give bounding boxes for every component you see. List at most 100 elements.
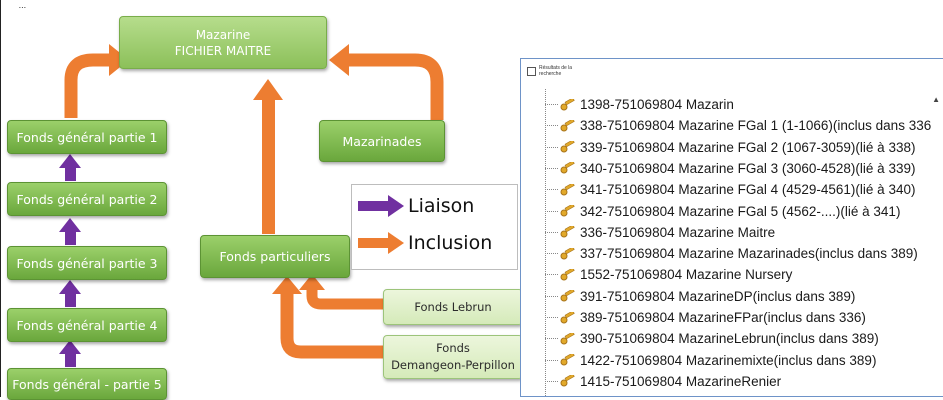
tree-row[interactable]: 1422-751069804 Mazarinemixte(inclus dans… xyxy=(545,350,876,371)
fonds-general-1: Fonds général partie 1 xyxy=(7,120,167,154)
tree-row-label: 337-751069804 Mazarine Mazarinades(inclu… xyxy=(580,246,918,262)
fonds-general-4: Fonds général partie 4 xyxy=(7,308,167,342)
top-fragment-text: ... xyxy=(19,0,27,10)
arrow-demangeon-to-particuliers xyxy=(280,292,383,359)
arrow-mazarinades-to-master-head xyxy=(329,44,349,76)
liaison-arrow-icon xyxy=(358,195,404,217)
arrow-lebrun-to-particuliers-head xyxy=(299,274,325,290)
tree-row[interactable]: 1415-751069804 MazarineRenier xyxy=(545,371,781,392)
tree-row[interactable]: 1398-751069804 Mazarin xyxy=(545,94,734,115)
tree-branch-line xyxy=(545,359,558,361)
tree-row[interactable]: 340-751069804 Mazarine FGal 3 (3060-4528… xyxy=(545,158,915,179)
panel-header: Résultats de la recherche xyxy=(527,65,579,77)
arrow-fg5-to-fg4-head xyxy=(59,340,81,354)
tree-branch-line xyxy=(545,146,558,148)
key-icon xyxy=(560,247,575,260)
tree-row-label: 389-751069804 MazarineFPar(inclus dans 3… xyxy=(580,310,866,325)
search-results-panel: Résultats de la recherche 1398-751069804… xyxy=(520,58,943,397)
demangeon-line1: Fonds xyxy=(436,341,470,355)
legend-liaison-label: Liaison xyxy=(408,195,475,217)
key-icon xyxy=(560,98,575,110)
tree-row[interactable]: 1552-751069804 Mazarine Nursery xyxy=(545,264,792,285)
tree-row-label: 1415-751069804 MazarineRenier xyxy=(580,373,782,389)
key-icon xyxy=(560,162,575,174)
key-icon xyxy=(560,205,575,217)
tree-row[interactable]: 389-751069804 MazarineFPar(inclus dans 3… xyxy=(545,307,866,328)
key-icon xyxy=(560,183,575,196)
arrow-demangeon-to-particuliers-head xyxy=(272,276,302,294)
tree-branch-line xyxy=(545,125,558,127)
results-checkbox[interactable] xyxy=(527,67,536,76)
fonds-lebrun-box: Fonds Lebrun xyxy=(383,289,523,325)
key-icon xyxy=(560,226,575,238)
tree-branch-line xyxy=(545,317,558,318)
key-icon xyxy=(560,141,575,153)
inclusion-arrow-icon xyxy=(358,232,404,254)
tree-row[interactable]: 391-751069804 MazarineDP(inclus dans 389… xyxy=(545,286,855,307)
tree-branch-line xyxy=(545,189,558,191)
tree-row[interactable]: 336-751069804 Mazarine Maitre xyxy=(545,222,775,243)
tree-row-label: 391-751069804 MazarineDP(inclus dans 389… xyxy=(580,288,856,304)
fonds-general-3: Fonds général partie 3 xyxy=(7,246,167,280)
arrow-lebrun-to-particuliers xyxy=(306,288,383,310)
tree-branch-line xyxy=(545,231,558,233)
tree-branch-line xyxy=(545,104,558,105)
arrow-mazarinades-to-master xyxy=(347,53,444,120)
tree-branch-line xyxy=(545,210,558,212)
tree-row-label: 338-751069804 Mazarine FGal 1 (1-1066)(i… xyxy=(580,118,932,134)
arrow-particuliers-to-master-head xyxy=(253,79,283,100)
arrow-fg2-to-fg1 xyxy=(65,166,76,181)
scroll-up-icon[interactable]: ▲ xyxy=(932,95,940,104)
tree-branch-line xyxy=(545,253,558,255)
fonds-particuliers-box: Fonds particuliers xyxy=(200,235,350,278)
tree-row[interactable]: 338-751069804 Mazarine FGal 1 (1-1066)(i… xyxy=(545,115,931,136)
arrow-fg1-to-master xyxy=(64,53,111,118)
tree-row-label: 1422-751069804 Mazarinemixte(inclus dans… xyxy=(580,352,877,368)
tree-connector xyxy=(545,89,546,396)
tree-row[interactable]: 342-751069804 Mazarine FGal 5 (4562-....… xyxy=(545,201,900,222)
tree-row-label: 342-751069804 Mazarine FGal 5 (4562-....… xyxy=(580,203,901,219)
tree-row-label: 390-751069804 MazarineLebrun(inclus dans… xyxy=(580,331,879,347)
key-icon xyxy=(560,119,575,132)
tree-row[interactable]: 337-751069804 Mazarine Mazarinades(inclu… xyxy=(545,243,918,264)
legend-inclusion: Inclusion xyxy=(358,228,492,258)
key-icon xyxy=(560,375,575,387)
arrow-fg5-to-fg4 xyxy=(65,352,76,367)
key-icon xyxy=(560,354,575,366)
tree-row-label: 336-751069804 Mazarine Maitre xyxy=(580,224,776,240)
tree-row-label: 341-751069804 Mazarine FGal 4 (4529-4561… xyxy=(580,182,916,198)
tree-branch-line xyxy=(545,274,558,276)
arrow-fg2-to-fg1-head xyxy=(59,154,81,168)
results-tree: 1398-751069804 Mazarin 338-751069804 Maza… xyxy=(521,59,943,396)
tree-branch-line xyxy=(545,295,558,297)
key-icon xyxy=(560,311,575,323)
tree-row[interactable]: 390-751069804 MazarineLebrun(inclus dans… xyxy=(545,328,879,349)
tree-row[interactable]: 341-751069804 Mazarine FGal 4 (4529-4561… xyxy=(545,179,915,200)
arrow-fg4-to-fg3-head xyxy=(59,280,81,294)
legend-inclusion-label: Inclusion xyxy=(408,232,493,254)
tree-row-label: 1552-751069804 Mazarine Nursery xyxy=(580,267,793,283)
tree-branch-line xyxy=(545,338,558,340)
tree-row[interactable]: 339-751069804 Mazarine FGal 2 (1067-3059… xyxy=(545,137,915,158)
key-icon xyxy=(560,290,575,302)
demangeon-line2: Demangeon-Perpillon xyxy=(391,358,515,372)
tree-row-label: 339-751069804 Mazarine FGal 2 (1067-3059… xyxy=(580,139,916,155)
master-line2: FICHIER MAITRE xyxy=(174,43,272,58)
arrow-fg4-to-fg3 xyxy=(65,292,76,307)
fonds-general-5: Fonds général - partie 5 xyxy=(7,368,167,400)
master-box: Mazarine FICHIER MAITRE xyxy=(119,16,327,69)
arrow-fg3-to-fg2 xyxy=(65,230,76,245)
key-icon xyxy=(560,332,575,345)
tree-branch-line xyxy=(545,167,558,169)
key-icon xyxy=(560,268,575,281)
arrow-fg3-to-fg2-head xyxy=(59,218,81,232)
legend: Liaison Inclusion xyxy=(351,184,518,270)
master-line1: Mazarine xyxy=(195,27,251,42)
panel-title: Résultats de la recherche xyxy=(539,65,573,77)
tree-branch-line xyxy=(545,380,558,382)
fonds-demangeon-box: Fonds Demangeon-Perpillon xyxy=(383,335,523,379)
tree-row-label: 340-751069804 Mazarine FGal 3 (3060-4528… xyxy=(580,160,916,176)
fonds-general-2: Fonds général partie 2 xyxy=(7,182,167,216)
